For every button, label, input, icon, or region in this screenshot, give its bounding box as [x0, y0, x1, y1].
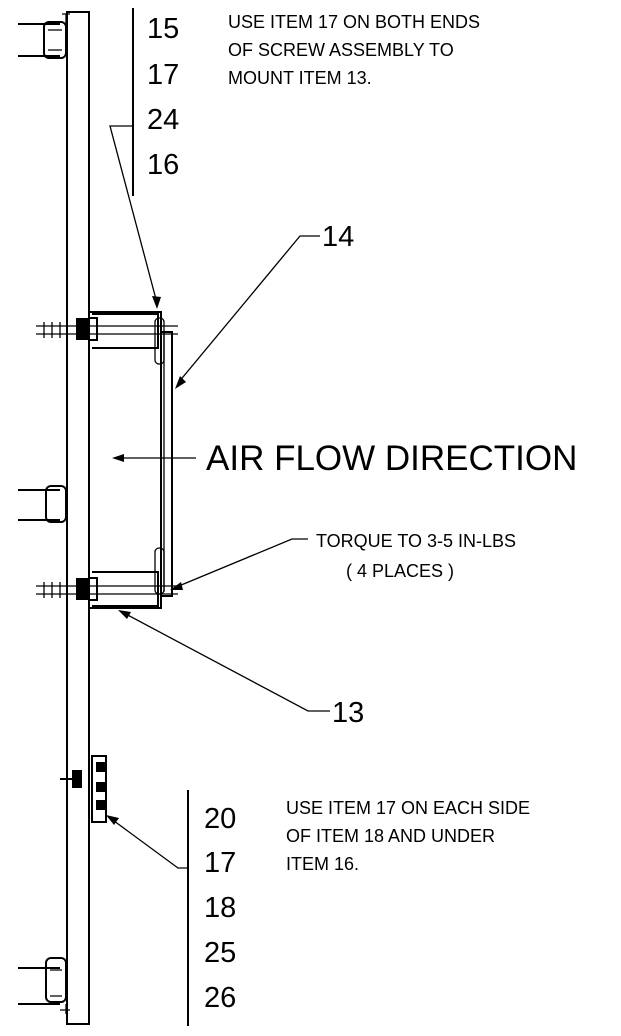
item-13-callout: 13: [118, 610, 364, 729]
item-14-callout: 14: [175, 221, 354, 389]
top-item-24: 24: [147, 104, 179, 136]
bottom-item-20: 20: [204, 803, 236, 835]
bottom-note-line-3: ITEM 16.: [286, 854, 359, 874]
torque-line-2: ( 4 PLACES ): [346, 561, 454, 581]
bottom-clip: [18, 957, 70, 1014]
top-note-line-2: OF SCREW ASSEMBLY TO: [228, 40, 454, 60]
bottom-callout: 20 17 18 25 26 USE ITEM 17 ON EACH SIDE …: [106, 790, 530, 1026]
item-14-label: 14: [322, 221, 354, 253]
bottom-note-line-1: USE ITEM 17 ON EACH SIDE: [286, 798, 530, 818]
top-screw-assembly: [36, 317, 178, 341]
top-item-15: 15: [147, 13, 179, 45]
middle-clip: [18, 485, 67, 523]
bottom-screw-assembly: [36, 577, 178, 601]
torque-line-1: TORQUE TO 3-5 IN-LBS: [316, 531, 516, 551]
top-clip: [18, 13, 70, 59]
top-callout: 15 17 24 16 USE ITEM 17 ON BOTH ENDS OF …: [109, 8, 480, 309]
top-note-line-3: MOUNT ITEM 13.: [228, 68, 372, 88]
torque-callout: TORQUE TO 3-5 IN-LBS ( 4 PLACES ): [170, 531, 516, 590]
top-item-17: 17: [147, 59, 179, 91]
bottom-note-line-2: OF ITEM 18 AND UNDER: [286, 826, 495, 846]
airflow-callout: AIR FLOW DIRECTION: [112, 439, 577, 478]
mounting-panel: [66, 11, 90, 1025]
bottom-item-17: 17: [204, 847, 236, 879]
filter-housing: [88, 311, 173, 609]
airflow-label: AIR FLOW DIRECTION: [206, 439, 577, 478]
lower-fastener-stack: [60, 755, 107, 823]
item-13-label: 13: [332, 697, 364, 729]
top-note-line-1: USE ITEM 17 ON BOTH ENDS: [228, 12, 480, 32]
bottom-item-25: 25: [204, 937, 236, 969]
bottom-item-18: 18: [204, 892, 236, 924]
bottom-item-26: 26: [204, 982, 236, 1014]
top-item-16: 16: [147, 149, 179, 181]
